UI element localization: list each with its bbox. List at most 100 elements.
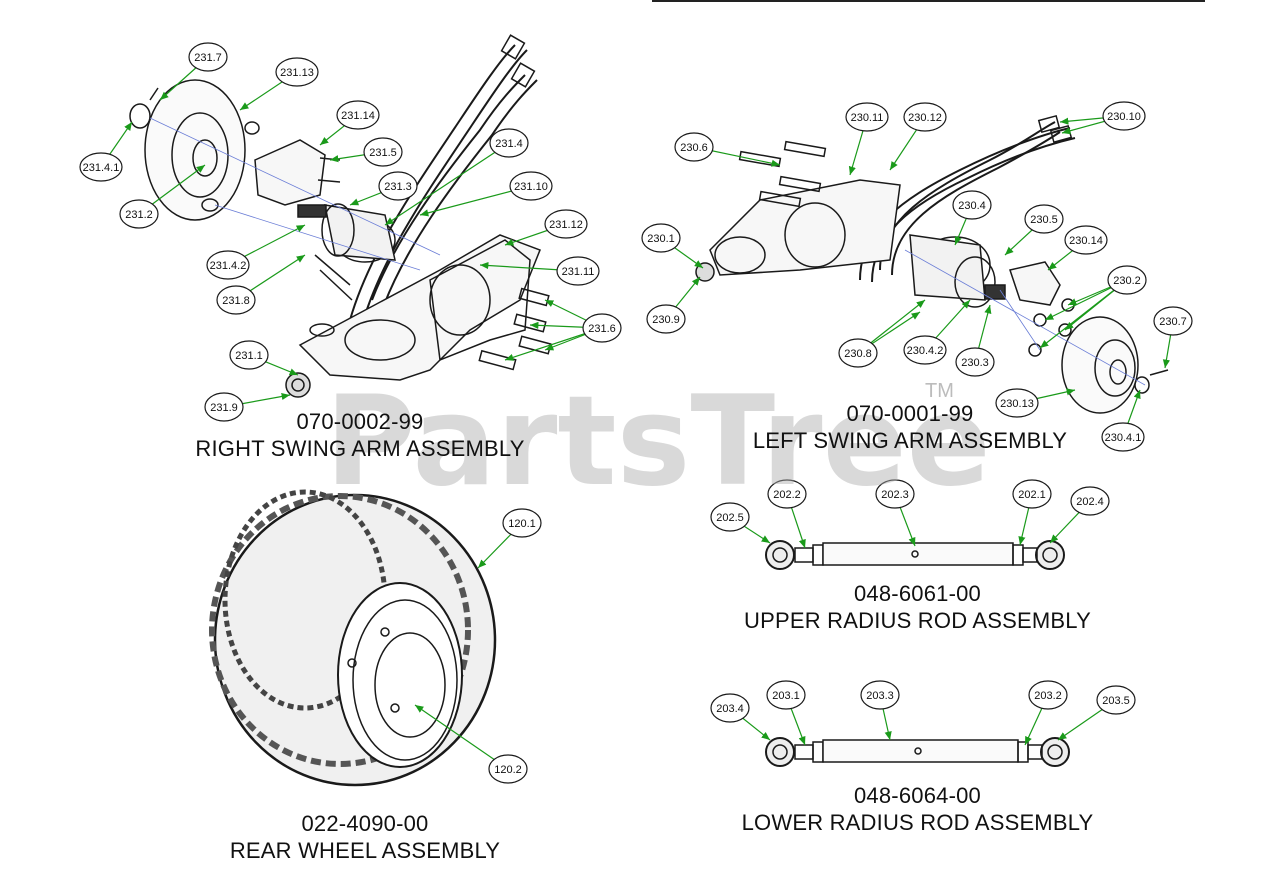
callout-label: 230.6 [680, 142, 708, 154]
callout-label: 203.2 [1034, 690, 1062, 702]
callout-203-5: 203.5 [1057, 685, 1136, 741]
lower-radius-rod-caption: 048-6064-00 LOWER RADIUS ROD ASSEMBLY [700, 782, 1135, 836]
callout-231-10: 231.10 [419, 171, 553, 217]
callout-bubble [1028, 680, 1068, 710]
callout-bubble [903, 335, 947, 365]
callout-bubble [955, 347, 995, 377]
callout-bubble [767, 479, 807, 509]
callout-label: 231.4.1 [83, 162, 120, 174]
right-swing-arm-part-number: 070-0002-99 [296, 409, 424, 434]
callout-label: 231.7 [194, 52, 222, 64]
callout-label: 202.3 [881, 489, 909, 501]
rear-wheel-part-number: 022-4090-00 [301, 811, 429, 836]
callout-label: 230.4 [958, 200, 986, 212]
callout-231-14: 231.14 [319, 100, 380, 146]
callout-231-2: 231.2 [119, 164, 206, 229]
callout-203-4: 203.4 [710, 693, 771, 741]
callout-bubble [1101, 422, 1145, 452]
callout-231-12: 231.12 [504, 209, 588, 246]
callout-label: 231.2 [125, 209, 153, 221]
callout-bubble [710, 502, 750, 532]
callout-label: 230.12 [908, 112, 942, 124]
lower-radius-rod-part-number: 048-6064-00 [854, 783, 981, 808]
callout-230-8: 230.8 [838, 299, 926, 368]
callout-bubble [204, 392, 244, 422]
callout-bubble [1024, 204, 1064, 234]
left-swing-arm-caption: 070-0001-99 LEFT SWING ARM ASSEMBLY [700, 400, 1120, 454]
callout-bubble [710, 693, 750, 723]
callout-label: 230.3 [961, 357, 989, 369]
callout-bubble [952, 190, 992, 220]
callout-label: 231.6 [588, 323, 616, 335]
callout-bubble [363, 137, 403, 167]
callout-bubble [1153, 306, 1193, 336]
callout-bubble [206, 250, 250, 280]
callout-label: 231.9 [210, 402, 238, 414]
callout-230-2: 230.2 [1039, 265, 1147, 349]
callout-label: 203.3 [866, 690, 894, 702]
callout-230-14: 230.14 [1047, 225, 1108, 271]
callout-label: 120.2 [494, 764, 522, 776]
callout-bubble [489, 128, 529, 158]
callout-bubble [502, 508, 542, 538]
callout-leader-line [414, 704, 509, 770]
upper-radius-rod-part-number: 048-6061-00 [854, 581, 981, 606]
callout-label: 202.4 [1076, 496, 1104, 508]
callout-layer: 231.7231.13231.14231.5231.4.1231.2231.32… [79, 42, 1193, 784]
callout-230-13: 230.13 [995, 388, 1076, 418]
callout-230-6: 230.6 [674, 132, 781, 167]
callout-label: 231.11 [562, 266, 595, 278]
callout-231-11: 231.11 [479, 256, 600, 286]
callout-bubble [509, 171, 553, 201]
callout-203-1: 203.1 [766, 680, 806, 746]
callout-bubble [838, 338, 878, 368]
callout-202-5: 202.5 [710, 502, 771, 544]
callout-label: 231.1 [235, 350, 263, 362]
callout-230-4: 230.4 [952, 190, 992, 246]
callout-120-1: 120.1 [477, 508, 542, 569]
right-swing-arm-title: RIGHT SWING ARM ASSEMBLY [195, 436, 525, 461]
top-border-line [652, 0, 1205, 2]
rear-wheel-caption: 022-4090-00 REAR WHEEL ASSEMBLY [170, 810, 560, 864]
callout-label: 202.1 [1018, 489, 1046, 501]
watermark: PartsTree [325, 370, 991, 514]
callout-label: 230.14 [1069, 235, 1103, 247]
callout-label: 230.8 [844, 348, 872, 360]
rear-wheel-drawing [209, 489, 497, 787]
upper-radius-rod-title: UPPER RADIUS ROD ASSEMBLY [744, 608, 1091, 633]
lower-radius-rod-drawing [765, 737, 1070, 767]
callout-bubble [766, 680, 806, 710]
callout-203-2: 203.2 [1024, 680, 1068, 746]
callout-231-8: 231.8 [216, 254, 306, 315]
callout-231-4: 231.4 [384, 128, 529, 226]
callout-230-11: 230.11 [845, 102, 889, 176]
callout-231-3: 231.3 [349, 171, 418, 206]
callout-bubble [544, 209, 588, 239]
callout-120-2: 120.2 [414, 704, 528, 784]
callout-label: 231.4 [495, 138, 523, 150]
callout-bubble [79, 152, 123, 182]
callout-bubble [229, 340, 269, 370]
watermark-tm: TM [925, 380, 954, 402]
callout-bubble [188, 42, 228, 72]
callout-label: 231.13 [280, 67, 314, 79]
callout-label: 230.5 [1030, 214, 1058, 226]
callout-bubble [582, 313, 622, 343]
callout-bubble [1107, 265, 1147, 295]
callout-230-7: 230.7 [1153, 306, 1193, 369]
callout-202-2: 202.2 [767, 479, 807, 549]
callout-231-7: 231.7 [159, 42, 228, 101]
left-swing-arm-title: LEFT SWING ARM ASSEMBLY [752, 428, 1068, 453]
callout-label: 230.2 [1113, 275, 1141, 287]
callout-230-10: 230.10 [1059, 101, 1146, 135]
callout-label: 231.4.2 [210, 260, 247, 272]
callout-label: 231.3 [384, 181, 412, 193]
callout-label: 230.13 [1000, 398, 1034, 410]
callout-bubble [488, 754, 528, 784]
callout-230-4-2: 230.4.2 [903, 299, 971, 365]
callout-231-9: 231.9 [204, 392, 291, 422]
callout-231-4-1: 231.4.1 [79, 121, 133, 182]
callout-bubble [556, 256, 600, 286]
callout-bubble [1102, 101, 1146, 131]
callout-label: 231.10 [514, 181, 548, 193]
